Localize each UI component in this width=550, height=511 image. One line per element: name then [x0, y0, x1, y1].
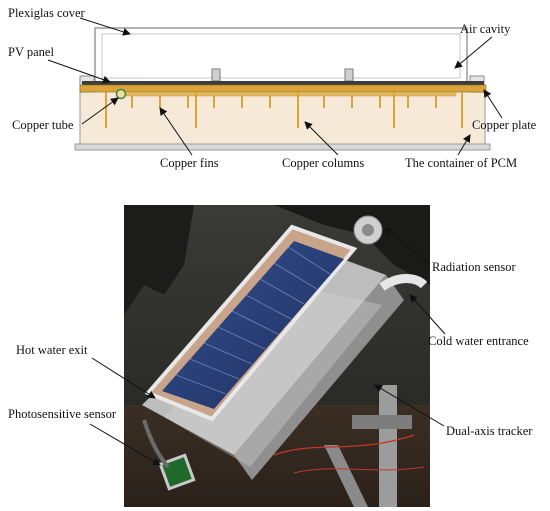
copper-columns — [105, 92, 463, 128]
schematic: Plexiglas cover Air cavity PV panel Copp… — [8, 6, 537, 170]
plexiglas-cover — [94, 27, 468, 87]
label-hot-water-exit: Hot water exit — [16, 343, 88, 357]
copper-fins — [131, 96, 437, 108]
pv-module — [162, 241, 344, 409]
label-pcm-container: The container of PCM — [405, 156, 517, 170]
photo: Radiation sensor Cold water entrance Hot… — [8, 205, 533, 507]
label-copper-tube: Copper tube — [12, 118, 74, 132]
label-radiation-sensor: Radiation sensor — [432, 260, 517, 274]
label-copper-columns: Copper columns — [282, 156, 364, 170]
label-air-cavity: Air cavity — [460, 22, 511, 36]
label-cold-water-entrance: Cold water entrance — [428, 334, 529, 348]
label-copper-plate: Copper plate — [472, 118, 537, 132]
label-photosensitive-sensor: Photosensitive sensor — [8, 407, 117, 421]
label-plexiglas-cover: Plexiglas cover — [8, 6, 86, 20]
label-copper-fins: Copper fins — [160, 156, 219, 170]
pcm-container — [79, 89, 486, 145]
label-dual-axis-tracker: Dual-axis tracker — [446, 424, 533, 438]
label-pv-panel: PV panel — [8, 45, 54, 59]
copper-plate — [79, 84, 487, 93]
pv-panel — [82, 81, 484, 85]
copper-tube — [115, 88, 127, 100]
